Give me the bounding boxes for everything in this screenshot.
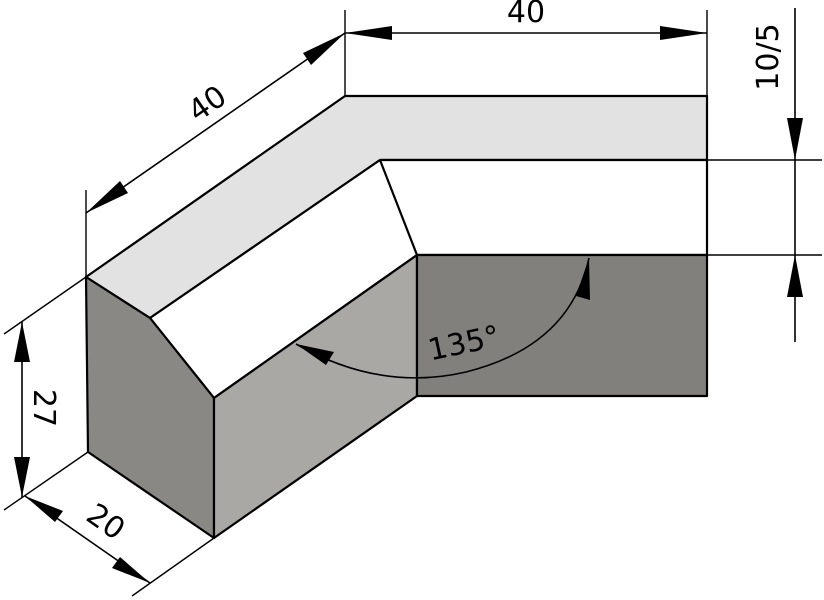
front-face-straight [415, 253, 709, 398]
crease-line [378, 159, 419, 256]
extension-lines [3, 10, 822, 597]
dimension-slant-length-label: 40 [182, 79, 233, 130]
dimension-top-length: 40 [345, 0, 707, 40]
dimension-height: 27 [14, 322, 61, 497]
dimension-height-label: 27 [26, 389, 61, 427]
dimension-step-height: 10/5 [751, 8, 803, 342]
block-body [84, 94, 709, 540]
dimension-step-height-label: 10/5 [751, 23, 786, 90]
dimension-top-length-label: 40 [507, 0, 545, 30]
dimension-depth: 20 [24, 495, 151, 584]
